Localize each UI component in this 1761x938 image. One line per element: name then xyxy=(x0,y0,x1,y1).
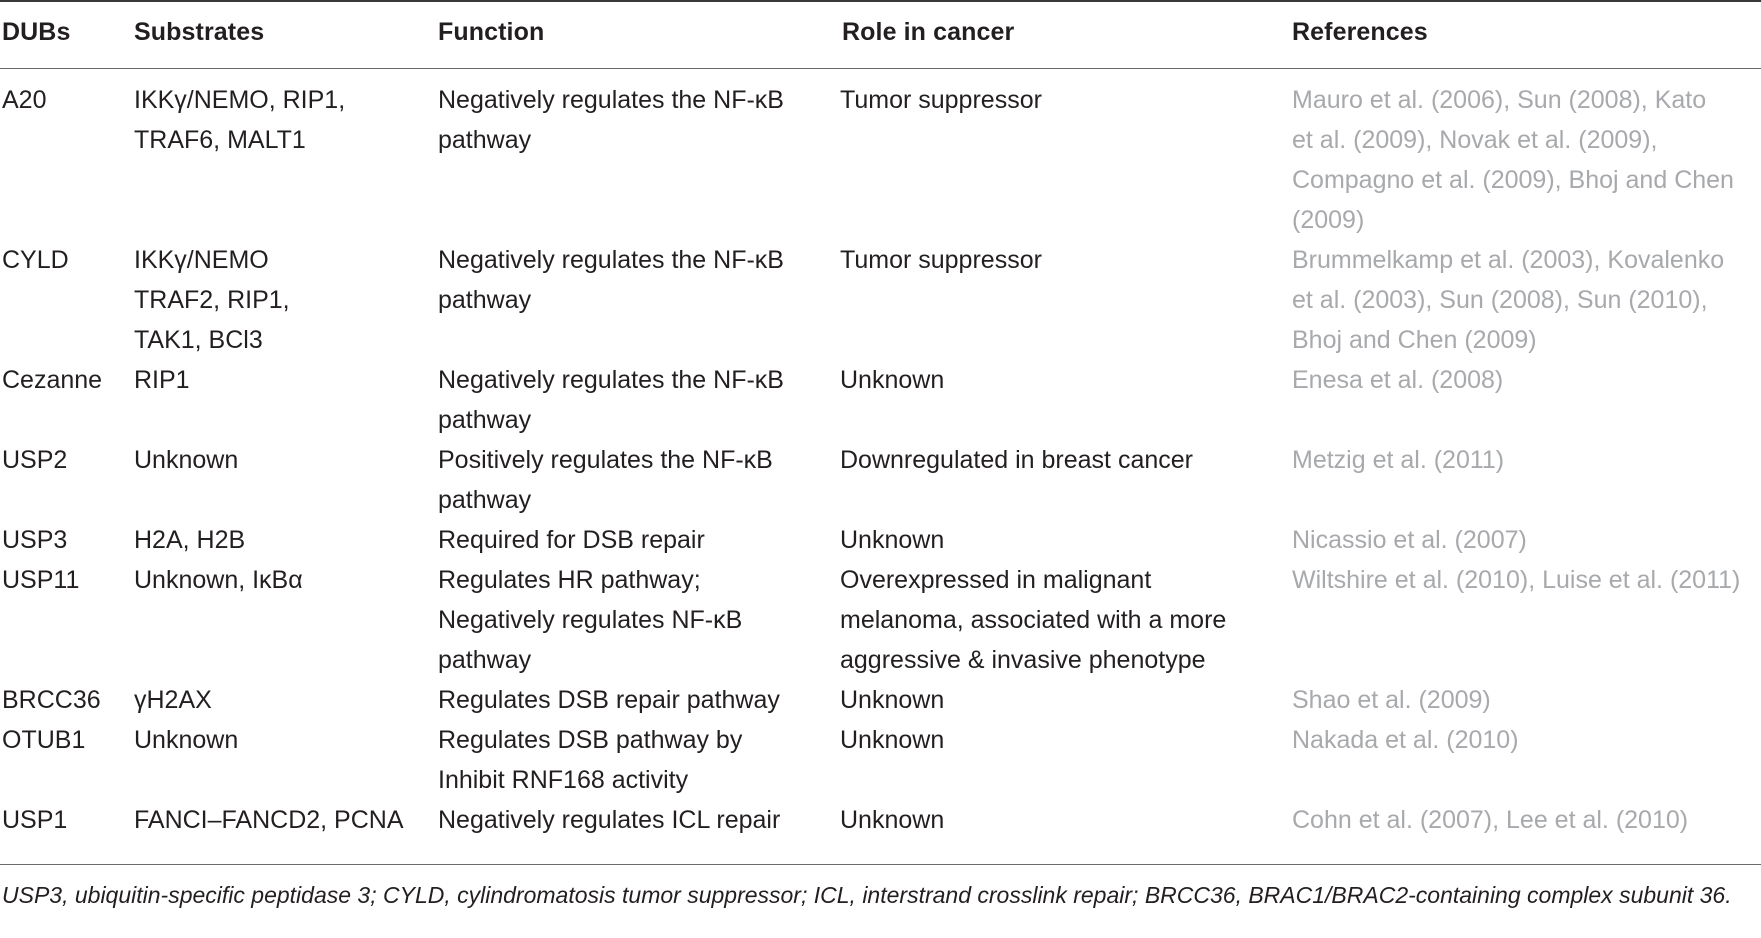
substrates-cell: Unknown xyxy=(134,726,239,754)
substrates-cell: RIP1 xyxy=(134,366,190,394)
dub-cell: CYLD xyxy=(2,246,69,274)
function-cell: Positively regulates the NF-κB pathway xyxy=(438,446,773,514)
dub-cell: USP3 xyxy=(2,526,68,554)
role-cell: Downregulated in breast cancer xyxy=(840,446,1193,474)
function-cell: Negatively regulates the NF-κB pathway xyxy=(438,246,784,314)
references-cell[interactable]: Wiltshire et al. (2010), Luise et al. (2… xyxy=(1292,566,1741,594)
references-cell[interactable]: Brummelkamp et al. (2003), Kovalenko et … xyxy=(1292,246,1725,354)
table-header-rule xyxy=(0,68,1761,69)
role-cell: Tumor suppressor xyxy=(840,86,1042,114)
references-cell[interactable]: Enesa et al. (2008) xyxy=(1292,366,1504,394)
role-cell: Tumor suppressor xyxy=(840,246,1042,274)
dub-cell: BRCC36 xyxy=(2,686,101,714)
dub-cell: A20 xyxy=(2,86,47,114)
function-cell: Negatively regulates the NF-κB pathway xyxy=(438,86,784,154)
references-cell[interactable]: Nicassio et al. (2007) xyxy=(1292,526,1527,554)
role-cell: Unknown xyxy=(840,366,945,394)
function-cell: Regulates HR pathway; Negatively regulat… xyxy=(438,566,743,674)
references-cell[interactable]: Metzig et al. (2011) xyxy=(1292,446,1505,474)
function-cell: Regulates DSB repair pathway xyxy=(438,686,780,714)
role-cell: Unknown xyxy=(840,806,945,834)
dub-cell: USP1 xyxy=(2,806,68,834)
dub-cell: USP11 xyxy=(2,566,80,594)
substrates-cell: H2A, H2B xyxy=(134,526,246,554)
dub-cell: USP2 xyxy=(2,446,68,474)
role-cell: Unknown xyxy=(840,526,945,554)
references-cell[interactable]: Mauro et al. (2006), Sun (2008), Kato et… xyxy=(1292,86,1734,234)
function-cell: Regulates DSB pathway by Inhibit RNF168 … xyxy=(438,726,743,794)
substrates-cell: Unknown, IκBα xyxy=(134,566,303,594)
dub-cell: OTUB1 xyxy=(2,726,86,754)
header-function: Function xyxy=(438,18,545,46)
function-cell: Required for DSB repair xyxy=(438,526,705,554)
table-bottom-rule xyxy=(0,864,1761,865)
references-cell[interactable]: Nakada et al. (2010) xyxy=(1292,726,1519,754)
role-cell: Overexpressed in malignant melanoma, ass… xyxy=(840,566,1227,674)
function-cell: Negatively regulates ICL repair xyxy=(438,806,781,834)
substrates-cell: γH2AX xyxy=(134,686,212,714)
references-cell[interactable]: Shao et al. (2009) xyxy=(1292,686,1491,714)
substrates-cell: IKKγ/NEMO TRAF2, RIP1, TAK1, BCl3 xyxy=(134,246,290,354)
dub-cell: Cezanne xyxy=(2,366,103,394)
header-substrates: Substrates xyxy=(134,18,265,46)
function-cell: Negatively regulates the NF-κB pathway xyxy=(438,366,784,434)
header-role-in-cancer: Role in cancer xyxy=(842,18,1015,46)
table-header-row: DUBs Substrates Function Role in cancer … xyxy=(0,0,1761,68)
table-top-rule xyxy=(0,0,1761,2)
header-references: References xyxy=(1292,18,1428,46)
references-cell[interactable]: Cohn et al. (2007), Lee et al. (2010) xyxy=(1292,806,1689,834)
substrates-cell: Unknown xyxy=(134,446,239,474)
substrates-cell: FANCI–FANCD2, PCNA xyxy=(134,806,404,834)
role-cell: Unknown xyxy=(840,726,945,754)
header-dubs: DUBs xyxy=(2,18,71,46)
substrates-cell: IKKγ/NEMO, RIP1, TRAF6, MALT1 xyxy=(134,86,346,154)
table-footnote: USP3, ubiquitin-specific peptidase 3; CY… xyxy=(2,882,1732,908)
role-cell: Unknown xyxy=(840,686,945,714)
